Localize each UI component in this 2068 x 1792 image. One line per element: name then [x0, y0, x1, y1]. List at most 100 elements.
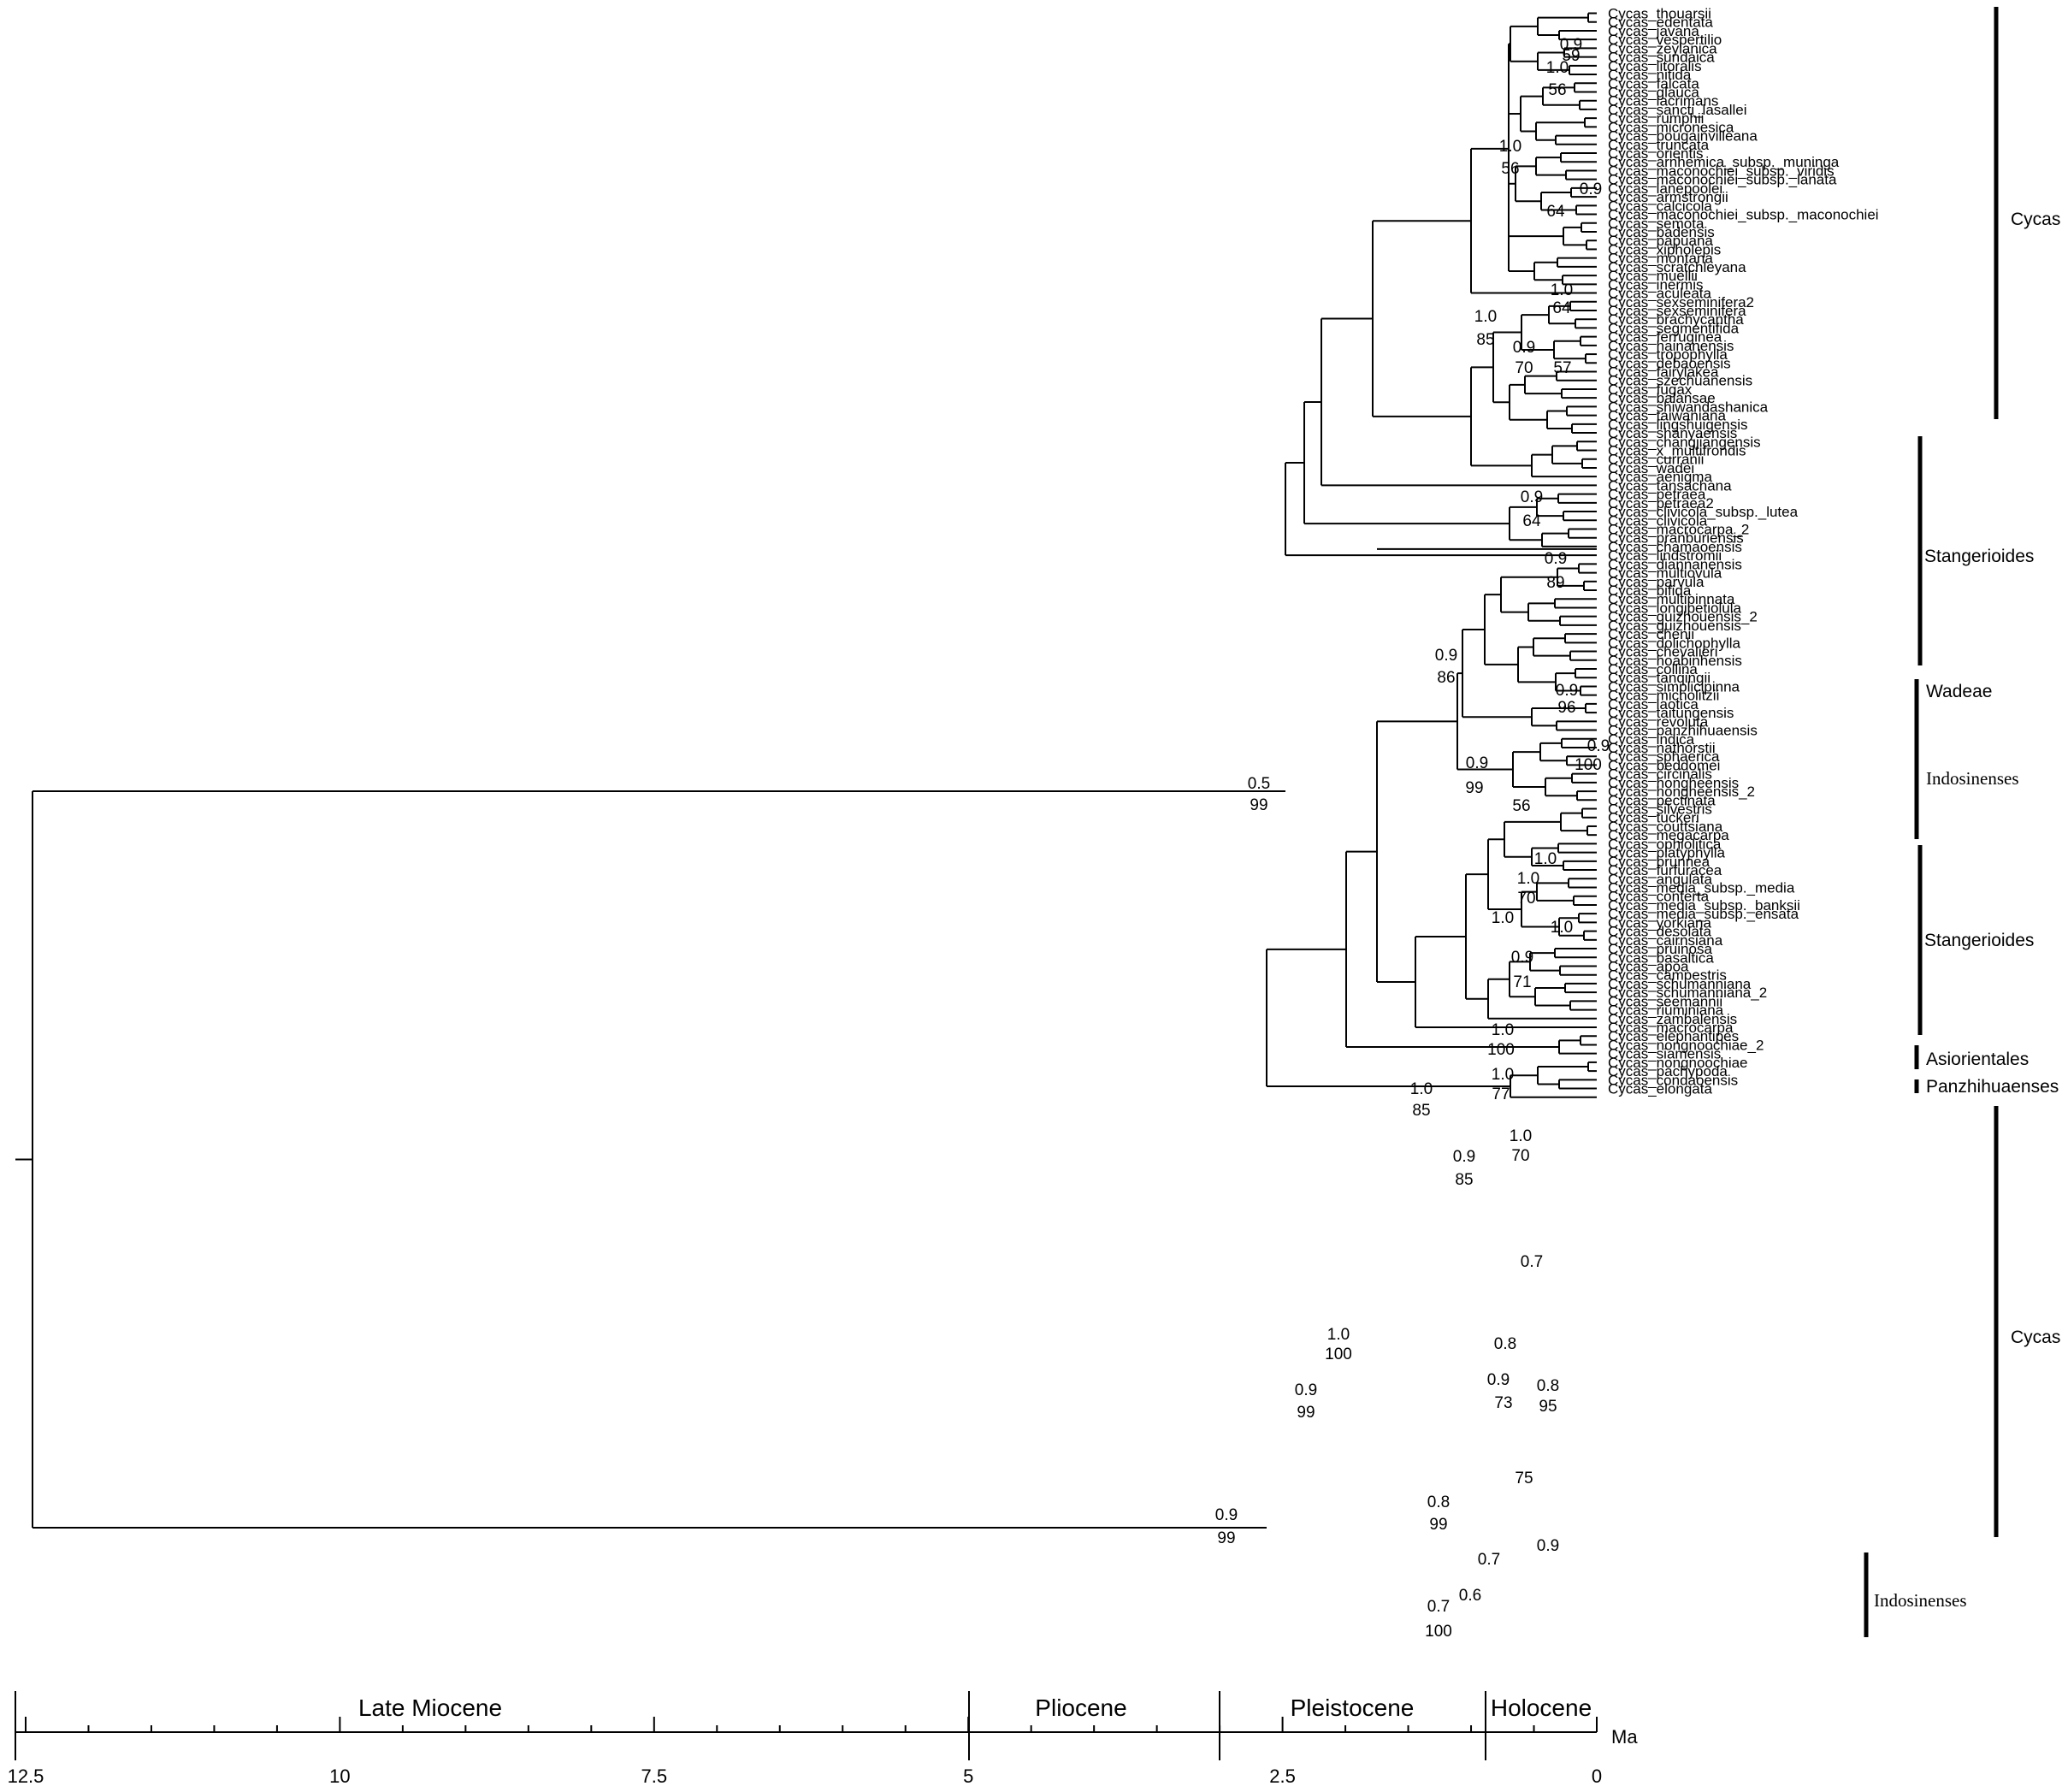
taxon-label: Cycas_muellii: [1608, 268, 1698, 284]
support-value: 0.9: [1560, 36, 1582, 54]
taxon-label: Cycas_platyphylla: [1608, 845, 1726, 861]
clade-label: Asiorientales: [1926, 1050, 2029, 1069]
support-value: 0.6: [1459, 1587, 1481, 1605]
support-value: 85: [1476, 331, 1494, 349]
taxon-label: Cycas_angulata: [1608, 871, 1712, 887]
taxon-label: Cycas_guizhouensis: [1608, 618, 1741, 634]
support-value: 0.8: [1494, 1335, 1516, 1353]
taxon-label: Cycas_hoabinhensis: [1608, 653, 1742, 669]
support-value: 0.9: [1587, 737, 1610, 755]
taxon-label: Cycas_maconochiei_subsp._viridis: [1608, 163, 1835, 179]
support-value: 0.9: [1556, 682, 1578, 700]
taxon-label: Cycas_aenigma: [1608, 469, 1712, 485]
taxon-label: Cycas_guizhouensis_2: [1608, 609, 1758, 625]
epoch-label: Late Miocene: [358, 1694, 502, 1721]
taxon-label: Cycas_elongata: [1608, 1081, 1712, 1097]
support-value: 85: [1455, 1171, 1473, 1189]
taxon-label: Cycas_hongheensis_2: [1608, 784, 1755, 800]
support-value: 1.0: [1551, 281, 1573, 299]
taxon-label: Cycas_riuminiana: [1608, 1002, 1724, 1019]
support-value: 0.9: [1295, 1381, 1317, 1399]
tree-branches: [15, 12, 1597, 1529]
taxon-label: Cycas_schumanniana_2: [1608, 985, 1767, 1001]
support-value: 64: [1552, 299, 1571, 317]
taxon-label: Cycas_indica: [1608, 731, 1695, 748]
support-value: 0.9: [1453, 1148, 1475, 1166]
taxon-label: Cycas_desolata: [1608, 924, 1712, 940]
taxon-label: Cycas_collina: [1608, 661, 1698, 677]
taxon-label: Cycas_fugax: [1608, 381, 1693, 398]
axis-tick-label: 12.5: [8, 1765, 44, 1787]
taxon-label: Cycas_siamensis: [1608, 1046, 1721, 1062]
taxon-label: Cycas_media_subsp._ensata: [1608, 906, 1799, 922]
support-value: 70: [1517, 890, 1535, 908]
taxon-label: Cycas_tuckeri: [1608, 810, 1699, 826]
taxon-label: Cycas_longipetiolula: [1608, 600, 1741, 616]
taxon-label: Cycas_lindstromii: [1608, 547, 1722, 564]
taxon-label: Cycas_ophiolitica: [1608, 836, 1722, 852]
support-value: 99: [1297, 1404, 1315, 1422]
taxon-label: Cycas_sexseminifera: [1608, 303, 1746, 319]
taxon-label: Cycas_lanepoolei: [1608, 180, 1722, 197]
taxon-label: Cycas_condaoensis: [1608, 1072, 1738, 1088]
taxon-label: Cycas_brachycantha: [1608, 311, 1744, 328]
axis-tick-label: 7.5: [641, 1765, 668, 1787]
taxon-label: Cycas_diannanensis: [1608, 556, 1742, 572]
epoch-label: Holocene: [1491, 1694, 1592, 1721]
taxon-label: Cycas_brunnea: [1608, 854, 1711, 870]
axis-tick-label: 5: [963, 1765, 973, 1787]
taxon-label: Cycas_debaoensis: [1608, 355, 1731, 371]
support-value: 0.8: [1427, 1493, 1450, 1511]
support-value: 85: [1412, 1102, 1430, 1120]
taxon-label: Cycas_bifida: [1608, 583, 1692, 599]
support-value: 0.9: [1580, 180, 1602, 198]
taxon-label: Cycas_szechuanensis: [1608, 373, 1752, 389]
support-value: 0.9: [1466, 754, 1488, 772]
taxon-label: Cycas_litoralis: [1608, 58, 1702, 74]
taxon-label: Cycas_petraea2: [1608, 495, 1714, 512]
taxon-label: Cycas_dolichophylla: [1608, 635, 1741, 651]
taxon-label: Cycas_silvestris: [1608, 801, 1712, 818]
support-value: 1.0: [1499, 138, 1521, 156]
taxon-label: Cycas_clivicola: [1608, 512, 1708, 529]
support-value: 95: [1539, 1398, 1557, 1416]
taxon-label: Cycas_edentata: [1608, 15, 1713, 31]
support-value: 0.9: [1487, 1371, 1510, 1389]
taxon-label: Cycas_aculeata: [1608, 286, 1712, 302]
support-value: 99: [1429, 1516, 1447, 1534]
support-value: 1.0: [1510, 1127, 1532, 1145]
taxon-label: Cycas_ferruginea: [1608, 329, 1722, 346]
support-value: 0.7: [1521, 1253, 1543, 1271]
clade-label: Panzhihuaenses: [1926, 1077, 2059, 1097]
clade-label: Indosinenses: [1874, 1590, 1967, 1611]
support-value: 96: [1557, 699, 1575, 717]
taxon-label: Cycas_lingshuigensis: [1608, 417, 1747, 433]
taxon-label: Cycas_nongnoochiae_2: [1608, 1037, 1764, 1053]
support-value: 0.9: [1521, 488, 1543, 506]
clade-bars: CycasStangerioidesWadeaeIndosinensesStan…: [1864, 7, 2060, 1637]
taxon-label: Cycas_nathorstii: [1608, 740, 1716, 756]
taxon-label: Cycas_balansae: [1608, 390, 1716, 406]
support-value: 1.0: [1474, 308, 1497, 326]
taxon-label: Cycas_sundaica: [1608, 50, 1715, 66]
support-value: 99: [1250, 796, 1267, 814]
taxon-label: Cycas_vespertilio: [1608, 32, 1722, 48]
taxon-label: Cycas_furfuracea: [1608, 862, 1722, 878]
taxon-label: Cycas_apoa: [1608, 958, 1689, 974]
taxon-label: Cycas_bougainvilleana: [1608, 128, 1758, 145]
taxon-label: Cycas_curranii: [1608, 452, 1704, 468]
support-value: 99: [1217, 1529, 1235, 1547]
taxon-label: Cycas_maconochiei_subsp._lanata: [1608, 172, 1837, 188]
support-value: 0.9: [1537, 1537, 1559, 1555]
taxon-label: Cycas_taiwaniana: [1608, 408, 1727, 424]
taxon-label: Cycas_multiovula: [1608, 565, 1722, 582]
taxon-label: Cycas_basaltica: [1608, 949, 1714, 966]
support-value: 1.0: [1492, 1021, 1514, 1039]
taxon-label: Cycas_media_subsp._banksii: [1608, 897, 1800, 914]
support-value: 0.8: [1537, 1377, 1559, 1395]
taxon-label: Cycas_megacarpa: [1608, 827, 1729, 843]
